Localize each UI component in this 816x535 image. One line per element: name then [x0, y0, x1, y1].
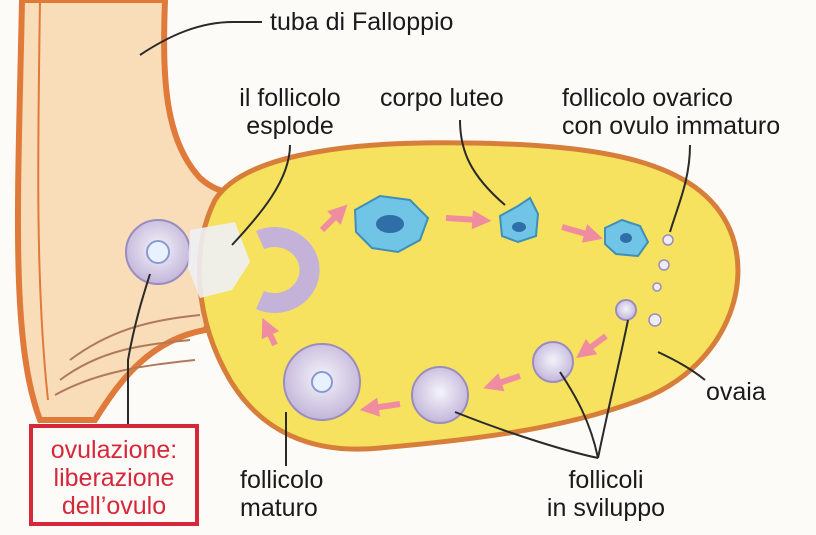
label-developing-line2: in sviluppo — [538, 494, 674, 522]
released-ovum — [126, 220, 190, 284]
label-immature-line1: follicolo ovarico — [562, 84, 780, 112]
label-ovulation-line3: dell’ovulo — [33, 492, 195, 520]
label-immature-line2: con ovulo immaturo — [562, 112, 780, 140]
label-developing-line1: follicoli — [538, 466, 674, 494]
label-mature-line2: maturo — [240, 494, 323, 522]
label-ovulation-line2: liberazione — [33, 464, 195, 492]
label-fallopian-tube: tuba di Falloppio — [270, 8, 453, 36]
label-mature-follicle: follicolo maturo — [240, 466, 323, 522]
label-corpus-luteum: corpo luteo — [380, 84, 504, 112]
label-burst-line1: il follicolo — [222, 84, 358, 112]
mature-follicle — [284, 344, 360, 420]
ovulation-box: ovulazione: liberazione dell’ovulo — [29, 424, 199, 526]
arrow — [446, 218, 478, 220]
arrow — [373, 404, 400, 408]
label-mature-line1: follicolo — [240, 466, 323, 494]
primordial-follicle — [649, 314, 661, 326]
label-developing-follicles: follicoli in sviluppo — [538, 466, 674, 522]
label-burst-follicle: il follicolo esplode — [222, 84, 358, 140]
label-ovulation: ovulazione: liberazione dell’ovulo — [33, 436, 195, 520]
label-immature-follicle: follicolo ovarico con ovulo immaturo — [562, 84, 780, 140]
developing-follicle-small — [616, 300, 636, 320]
primordial-follicle — [663, 235, 673, 245]
label-burst-line2: esplode — [222, 112, 358, 140]
primordial-follicle — [659, 260, 669, 270]
primordial-follicle — [653, 283, 661, 291]
label-ovary: ovaia — [706, 378, 766, 406]
label-ovulation-line1: ovulazione: — [33, 436, 195, 464]
developing-follicle-medium — [533, 342, 573, 382]
